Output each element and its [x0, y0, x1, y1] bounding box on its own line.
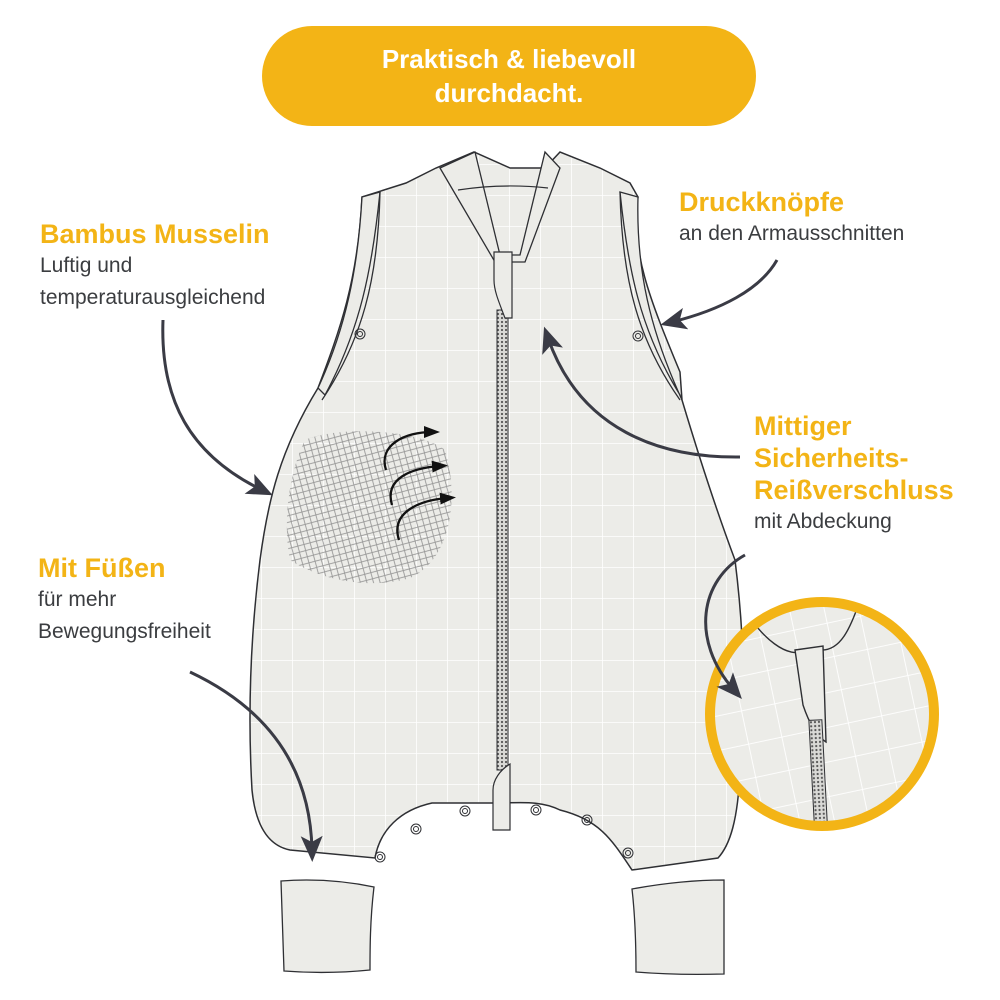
- callout-zipper-title-1: Mittiger: [754, 411, 852, 441]
- callout-zipper-desc: mit Abdeckung: [754, 510, 892, 533]
- armhole-snap-icons: [354, 328, 644, 342]
- inset-arrow-icon: [704, 553, 746, 700]
- callout-bamboo-desc-1: Luftig und: [40, 254, 133, 277]
- callout-snaps-desc: an den Armausschnitten: [679, 222, 905, 245]
- callout-feet-desc-1: für mehr: [38, 588, 117, 611]
- right-armhole-binding: [619, 191, 683, 401]
- callout-zipper-title-2: Sicherheits-: [754, 443, 909, 473]
- right-foot-cuff: [631, 879, 725, 976]
- callout-bamboo-desc-2: temperaturausgleichend: [40, 286, 266, 309]
- feet-arrow-icon: [189, 670, 323, 862]
- zipper-detail-inset: [710, 602, 934, 826]
- callout-snaps-title: Druckknöpfe: [679, 187, 845, 217]
- mesh-texture-patch: [286, 431, 452, 584]
- callout-snaps: Druckknöpfe an den Armausschnitten: [679, 186, 904, 250]
- zipper-cover-top: [493, 251, 513, 319]
- headline-line-2: durchdacht.: [434, 78, 584, 108]
- airflow-arrows-icon: [383, 426, 456, 541]
- zipper-cover-bottom: [492, 762, 511, 831]
- callout-feet: Mit Füßen für mehr Bewegungsfreiheit: [38, 552, 211, 648]
- zipper: [496, 309, 509, 771]
- callout-bamboo-title: Bambus Musselin: [40, 219, 270, 249]
- snaps-arrow-icon: [660, 259, 779, 330]
- headline-line-1: Praktisch & liebevoll: [381, 44, 637, 74]
- callout-feet-desc-2: Bewegungsfreiheit: [38, 620, 211, 643]
- zipper-arrow-icon: [542, 326, 741, 459]
- callout-bamboo: Bambus Musselin Luftig und temperaturaus…: [40, 218, 270, 314]
- crotch-snap-icons: [374, 804, 634, 863]
- callout-zipper: Mittiger Sicherheits- Reißverschluss mit…: [754, 410, 954, 538]
- callout-zipper-title-3: Reißverschluss: [754, 475, 954, 505]
- detail-inset-ring: [705, 597, 939, 831]
- headline-banner: Praktisch & liebevoll durchdacht.: [262, 26, 756, 126]
- left-foot-cuff: [280, 879, 375, 974]
- callout-feet-title: Mit Füßen: [38, 553, 166, 583]
- bamboo-arrow-icon: [161, 319, 273, 496]
